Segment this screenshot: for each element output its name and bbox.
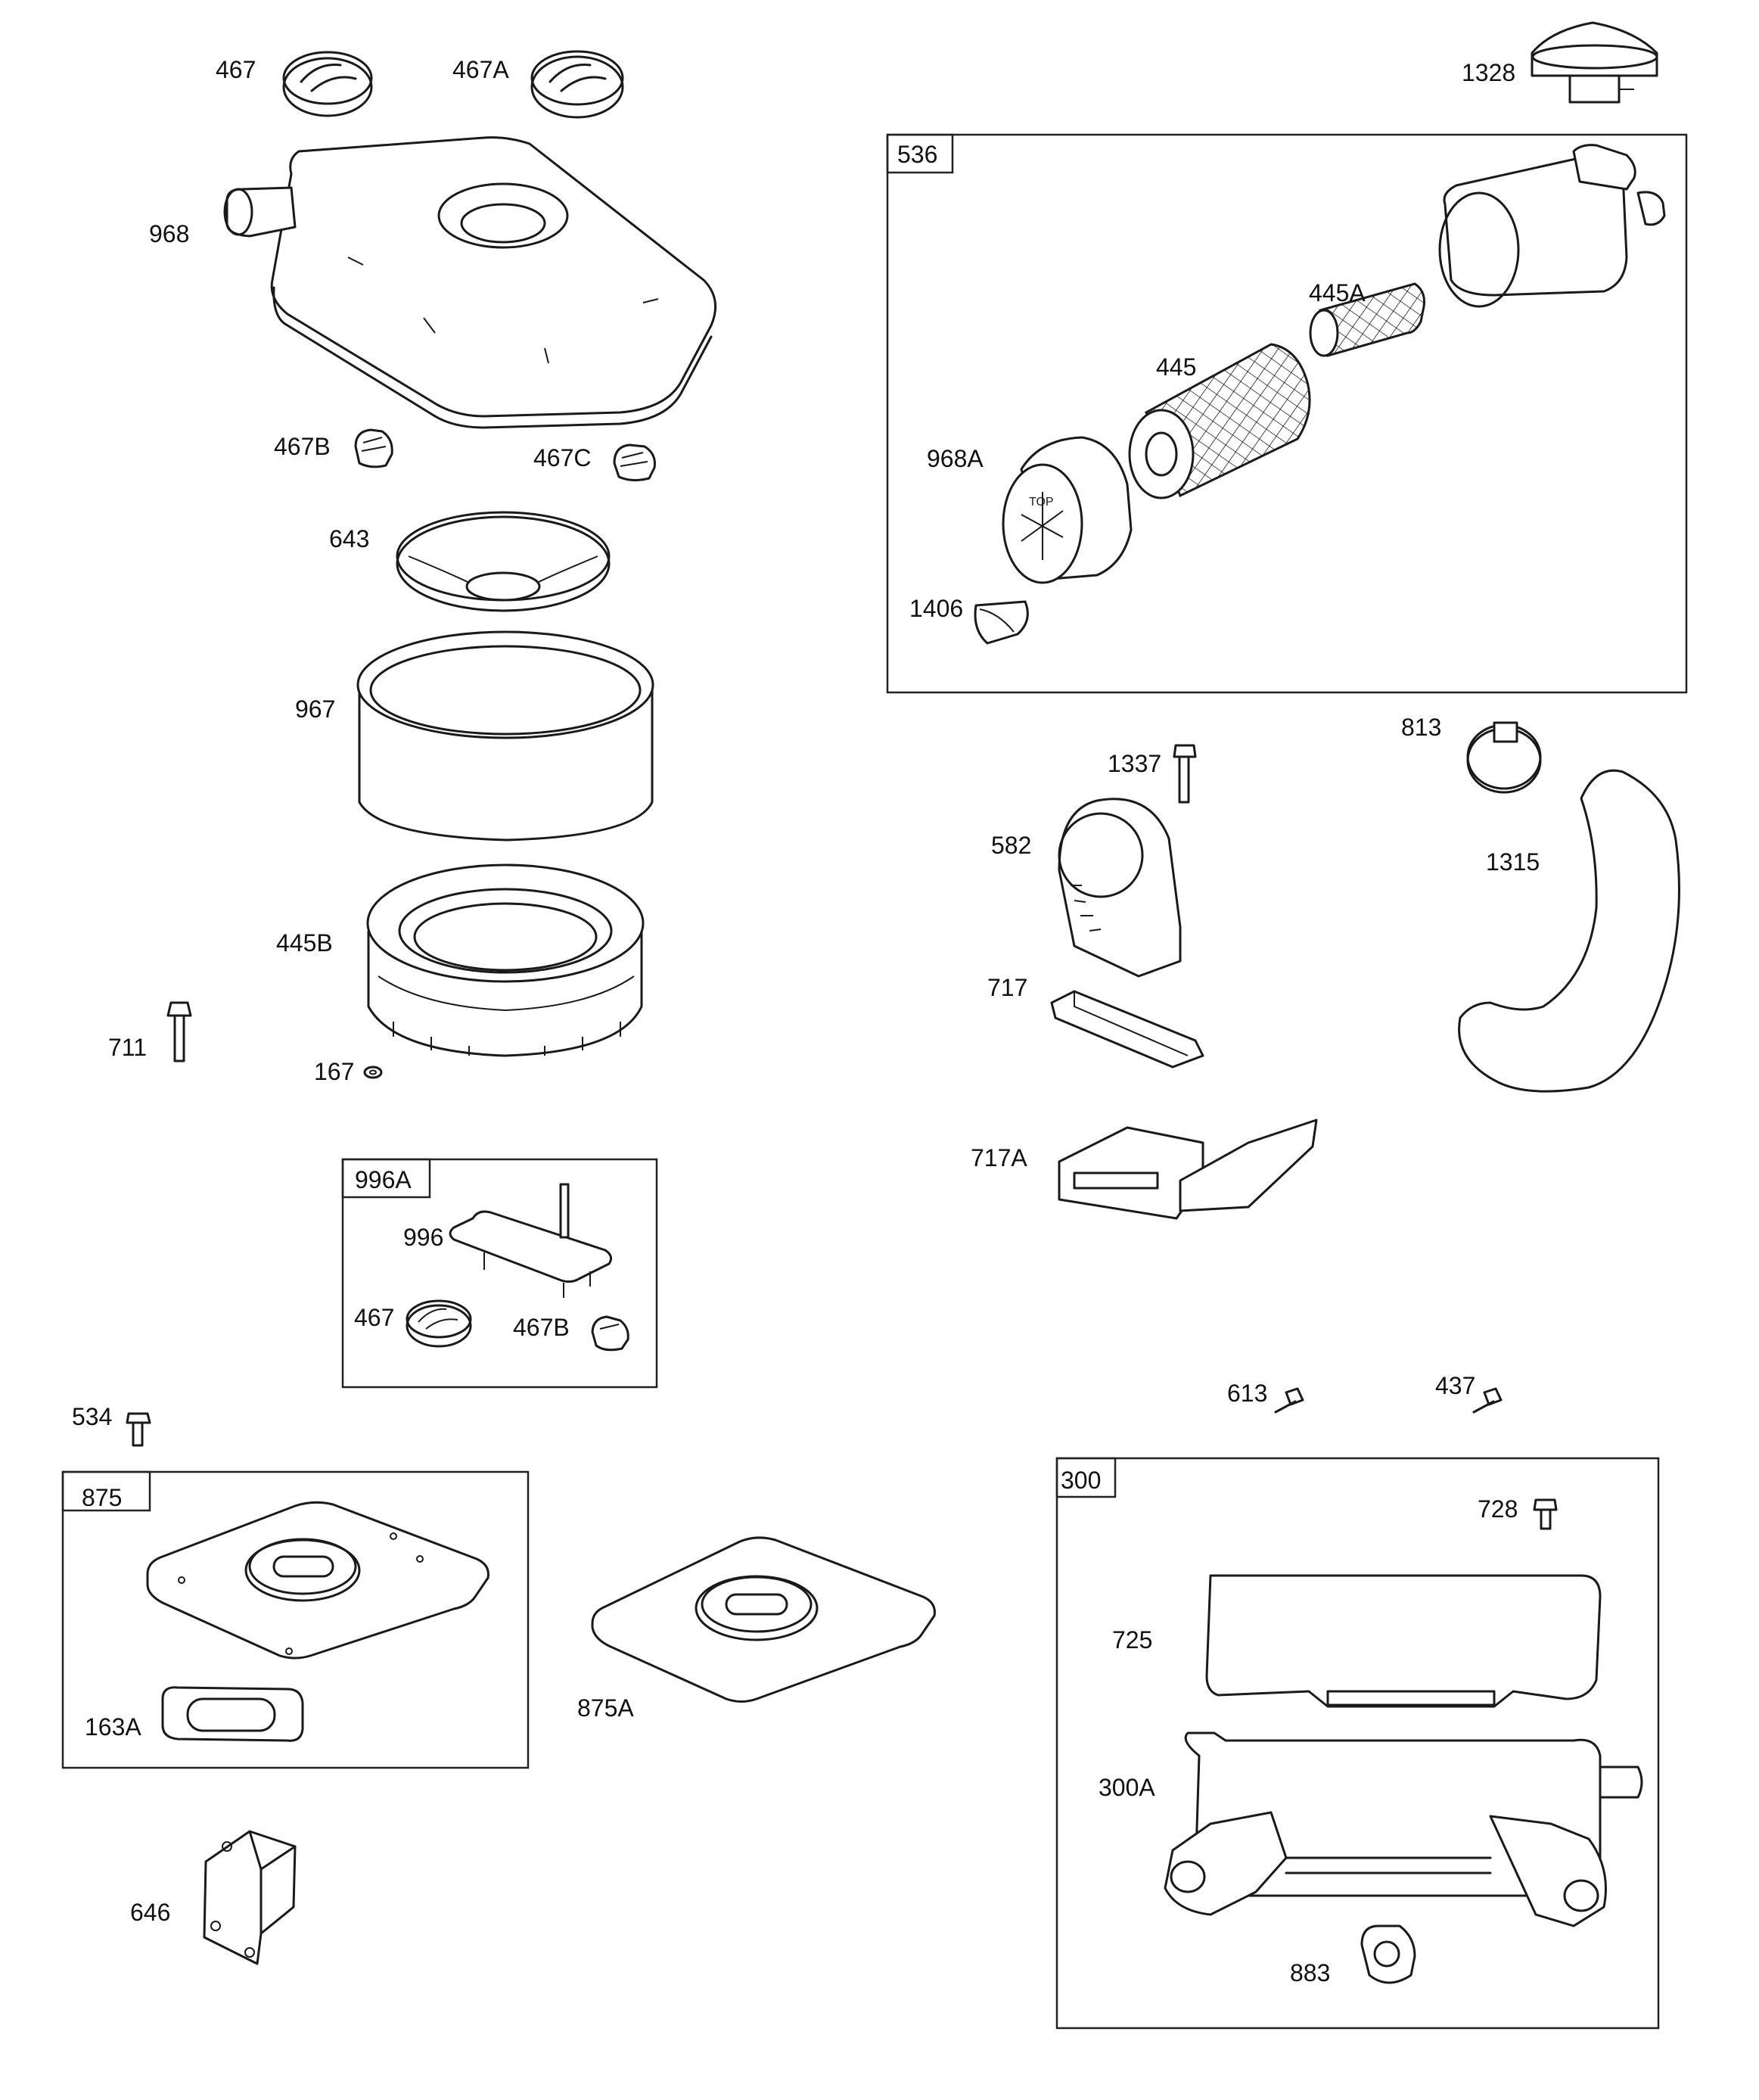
part-728-bolt bbox=[1533, 1498, 1558, 1530]
callout-467c[interactable]: 467C bbox=[533, 444, 592, 471]
part-875a-adapter-plate bbox=[591, 1536, 936, 1703]
part-968-housing-cover bbox=[223, 136, 717, 429]
callout-labels: 467 467A 1328 968 445A 445 968A 467B 467… bbox=[72, 56, 1540, 1986]
part-1337-bolt bbox=[1173, 744, 1197, 804]
callout-536[interactable]: 536 bbox=[897, 141, 937, 168]
part-646-bracket bbox=[203, 1830, 297, 1965]
part-613-bolt bbox=[1274, 1387, 1304, 1414]
callout-813[interactable]: 813 bbox=[1401, 714, 1441, 741]
callout-717[interactable]: 717 bbox=[987, 974, 1027, 1001]
callout-968[interactable]: 968 bbox=[149, 220, 189, 247]
callout-300a[interactable]: 300A bbox=[1099, 1774, 1155, 1801]
callout-875[interactable]: 875 bbox=[82, 1484, 122, 1511]
callout-996[interactable]: 996 bbox=[403, 1224, 443, 1251]
part-875-adapter-plate bbox=[146, 1501, 489, 1660]
callout-300[interactable]: 300 bbox=[1061, 1467, 1101, 1494]
part-437-bolt bbox=[1472, 1387, 1503, 1414]
callout-1315[interactable]: 1315 bbox=[1486, 848, 1540, 876]
part-1406-valve bbox=[974, 600, 1029, 645]
part-163a-gasket bbox=[161, 1686, 304, 1742]
callout-467a[interactable]: 467A bbox=[452, 56, 509, 83]
callout-582[interactable]: 582 bbox=[991, 832, 1031, 859]
part-717a-bracket bbox=[1058, 1118, 1318, 1220]
part-534-bolt bbox=[126, 1412, 151, 1447]
callout-445a[interactable]: 445A bbox=[1309, 279, 1366, 306]
callout-534[interactable]: 534 bbox=[72, 1403, 112, 1430]
callout-1328[interactable]: 1328 bbox=[1462, 59, 1515, 86]
callout-883[interactable]: 883 bbox=[1290, 1959, 1330, 1986]
callout-1337[interactable]: 1337 bbox=[1108, 750, 1161, 777]
part-467a-cap bbox=[530, 50, 624, 119]
callout-163a[interactable]: 163A bbox=[85, 1713, 141, 1741]
part-467-cap bbox=[282, 51, 373, 117]
part-1328-cap bbox=[1531, 21, 1658, 104]
kit-box-300: 300 bbox=[1055, 1457, 1660, 2030]
part-813-clamp bbox=[1466, 721, 1542, 794]
part-968a-cover: TOP bbox=[1002, 436, 1133, 584]
svg-text:TOP: TOP bbox=[1029, 496, 1054, 509]
callout-467-kit[interactable]: 467 bbox=[354, 1304, 394, 1331]
callout-445b[interactable]: 445B bbox=[276, 929, 333, 957]
callout-725[interactable]: 725 bbox=[1112, 1626, 1152, 1654]
callout-717a[interactable]: 717A bbox=[971, 1144, 1027, 1171]
part-467b-knob bbox=[354, 428, 393, 468]
callout-467[interactable]: 467 bbox=[216, 56, 256, 83]
part-300a-muffler bbox=[1164, 1731, 1643, 1927]
callout-967[interactable]: 967 bbox=[295, 695, 335, 723]
callout-711[interactable]: 711 bbox=[108, 1034, 147, 1061]
part-467-kit-cap bbox=[406, 1299, 472, 1348]
part-967-precleaner-ring bbox=[356, 630, 654, 842]
part-445b-filter bbox=[366, 863, 645, 1057]
callout-996a[interactable]: 996A bbox=[355, 1166, 412, 1193]
callout-643[interactable]: 643 bbox=[329, 525, 369, 552]
callout-968a[interactable]: 968A bbox=[927, 445, 984, 472]
kit-box-996a: 996A bbox=[341, 1158, 658, 1389]
kit-box-536: 536 bbox=[886, 133, 1688, 694]
part-167-washer bbox=[363, 1066, 383, 1079]
callout-437[interactable]: 437 bbox=[1435, 1372, 1475, 1399]
part-725-heat-shield bbox=[1205, 1574, 1602, 1708]
callout-1406[interactable]: 1406 bbox=[909, 595, 963, 622]
part-536-main-housing bbox=[1438, 144, 1666, 308]
part-467b-kit-knob bbox=[591, 1315, 629, 1352]
callout-728[interactable]: 728 bbox=[1478, 1495, 1518, 1523]
part-582-bracket bbox=[1058, 798, 1182, 978]
callout-467b[interactable]: 467B bbox=[274, 433, 331, 460]
callout-445[interactable]: 445 bbox=[1156, 353, 1196, 381]
part-717-bracket bbox=[1050, 990, 1204, 1069]
part-883-gasket bbox=[1360, 1924, 1416, 1984]
callout-167[interactable]: 167 bbox=[314, 1058, 354, 1085]
callout-646[interactable]: 646 bbox=[130, 1899, 170, 1926]
part-711-bolt bbox=[166, 1001, 192, 1062]
kit-box-875: 875 bbox=[61, 1470, 530, 1769]
part-467c-knob bbox=[613, 443, 656, 482]
part-445-filter bbox=[1128, 343, 1311, 499]
part-1315-hose bbox=[1458, 769, 1680, 1093]
callout-875a[interactable]: 875A bbox=[577, 1694, 634, 1722]
callout-467b-kit[interactable]: 467B bbox=[513, 1314, 570, 1341]
part-643-plate bbox=[396, 511, 611, 612]
part-996-plate bbox=[449, 1183, 613, 1298]
callout-613[interactable]: 613 bbox=[1227, 1380, 1267, 1407]
part-445a-inner-filter bbox=[1309, 282, 1425, 357]
